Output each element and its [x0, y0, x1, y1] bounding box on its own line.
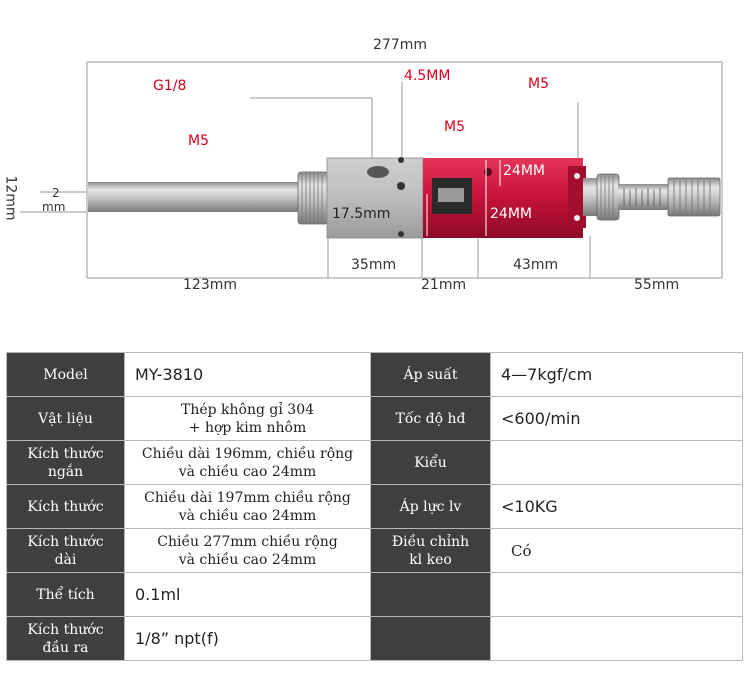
pressure-value: 4—7kgf/cm — [490, 352, 743, 397]
long-size-label: Kích thước dài — [6, 528, 125, 573]
size-value: Chiều dài 197mm chiều rộng và chiều cao … — [124, 484, 371, 529]
dim-55-label: 55mm — [634, 277, 680, 293]
size-value-line2: và chiều cao 24mm — [178, 507, 317, 524]
dim-24-b-label: 24MM — [490, 206, 532, 222]
dim-12-label: 12mm — [2, 175, 19, 221]
outlet-size-label-line2: đầu ra — [42, 639, 89, 656]
spec-table: Model MY-3810 Áp suất 4—7kgf/cm Vật liệu… — [6, 352, 743, 661]
material-value-line2: + hợp kim nhôm — [188, 419, 307, 436]
dim-43-label: 43mm — [513, 257, 559, 273]
steel-tube — [88, 182, 303, 212]
dimension-frame — [20, 61, 723, 279]
inlet-port — [367, 166, 389, 178]
short-size-label-line1: Kích thước — [27, 445, 104, 462]
glue-adjust-label-line2: kl keo — [409, 551, 452, 568]
empty-label-2 — [370, 616, 491, 661]
dim-2-unit-label: mm — [42, 200, 66, 214]
volume-value: 0.1ml — [124, 572, 371, 617]
valve-diagram — [20, 61, 723, 279]
hole-size-label: 4.5MM — [404, 68, 451, 84]
type-value — [490, 440, 743, 485]
thread-g-label: G1/8 — [153, 78, 187, 94]
table-row: Vật liệu Thép không gỉ 304 + hợp kim nhô… — [6, 396, 743, 441]
dim-35-label: 35mm — [351, 257, 397, 273]
dim-2-label: 2 — [52, 186, 60, 200]
short-size-label-line2: ngắn — [47, 463, 84, 480]
speed-label: Tốc độ hđ — [370, 396, 491, 441]
long-size-label-line1: Kích thước — [27, 533, 104, 550]
size-value-line1: Chiều dài 197mm chiều rộng — [144, 489, 351, 506]
glue-adjust-value: Có — [490, 528, 743, 573]
short-size-value: Chiều dài 196mm, chiều rộng và chiều cao… — [124, 440, 371, 485]
short-size-value-line1: Chiều dài 196mm, chiều rộng — [141, 445, 354, 462]
outlet-size-value: 1/8” npt(f) — [124, 616, 371, 661]
short-size-value-line2: và chiều cao 24mm — [178, 463, 317, 480]
pressure-label: Áp suất — [370, 352, 491, 397]
dim-24-a-label: 24MM — [503, 163, 545, 179]
micrometer-barrel — [618, 184, 670, 210]
working-pressure-value: <10KG — [490, 484, 743, 529]
table-row: Kích thước Chiều dài 197mm chiều rộng và… — [6, 484, 743, 529]
dim-123-label: 123mm — [183, 277, 237, 293]
short-size-label: Kích thước ngắn — [6, 440, 125, 485]
overall-length-label: 277mm — [373, 37, 427, 53]
long-size-label-line2: dài — [54, 551, 77, 568]
material-label: Vật liệu — [6, 396, 125, 441]
micrometer-knob — [596, 173, 620, 221]
micrometer-thimble — [667, 177, 721, 217]
model-label: Model — [6, 352, 125, 397]
outlet-size-label-line1: Kích thước — [27, 621, 104, 638]
long-size-value-line2: và chiều cao 24mm — [178, 551, 317, 568]
size-label: Kích thước — [6, 484, 125, 529]
type-label: Kiểu — [370, 440, 491, 485]
thread-m5-top-label: M5 — [528, 76, 549, 92]
volume-label: Thể tích — [6, 572, 125, 617]
empty-value-2 — [490, 616, 743, 661]
table-row: Kích thước ngắn Chiều dài 196mm, chiều r… — [6, 440, 743, 485]
long-size-value-line1: Chiều 277mm chiều rộng — [157, 533, 338, 550]
empty-value-1 — [490, 572, 743, 617]
glue-adjust-label: Điều chỉnh kl keo — [370, 528, 491, 573]
table-row: Model MY-3810 Áp suất 4—7kgf/cm — [6, 352, 743, 397]
table-row: Thể tích 0.1ml — [6, 572, 743, 617]
table-row: Kích thước dài Chiều 277mm chiều rộng và… — [6, 528, 743, 573]
dim-21-label: 21mm — [421, 277, 467, 293]
speed-value: <600/min — [490, 396, 743, 441]
model-value: MY-3810 — [124, 352, 371, 397]
material-value-line1: Thép không gỉ 304 — [180, 401, 315, 418]
material-value: Thép không gỉ 304 + hợp kim nhôm — [124, 396, 371, 441]
micrometer-collar — [583, 178, 599, 216]
empty-label-1 — [370, 572, 491, 617]
dim-17-5-label: 17.5mm — [332, 206, 391, 222]
thread-m5-left-label: M5 — [188, 133, 209, 149]
outlet-size-label: Kích thước đầu ra — [6, 616, 125, 661]
glue-adjust-label-line1: Điều chỉnh — [391, 533, 470, 550]
thread-m5-mid-label: M5 — [444, 119, 465, 135]
table-row: Kích thước đầu ra 1/8” npt(f) — [6, 616, 743, 661]
working-pressure-label: Áp lực lv — [370, 484, 491, 529]
knurled-nut — [297, 171, 329, 225]
long-size-value: Chiều 277mm chiều rộng và chiều cao 24mm — [124, 528, 371, 573]
